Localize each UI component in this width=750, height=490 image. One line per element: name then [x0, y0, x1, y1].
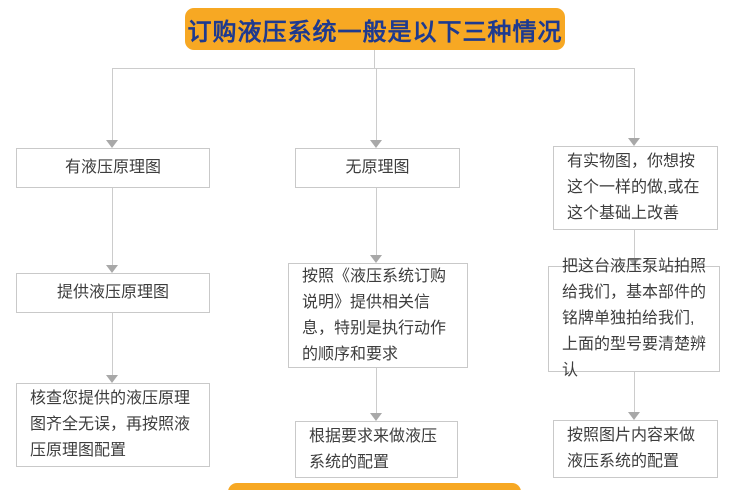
flow-node-label: 根据要求来做液压系统的配置	[309, 427, 438, 471]
flow-node-branch3-step3: 按照图片内容来做液压系统的配置	[553, 420, 718, 478]
arrow-down-icon	[370, 255, 382, 263]
flow-node-branch3-step2: 把这台液压泵站拍照给我们，基本部件的铭牌单独拍给我们,上面的型号要清楚辨认	[548, 258, 720, 379]
arrow-down-icon	[628, 412, 640, 420]
flow-node-label: 有实物图，你想按这个一样的做,或在这个基础上改善	[567, 153, 700, 222]
page-title: 订购液压系统一般是以下三种情况	[187, 18, 563, 46]
flow-node-label: 按照图片内容来做液压系统的配置	[567, 427, 696, 470]
arrow-down-icon	[106, 265, 118, 273]
flow-node-label: 核查您提供的液压原理图齐全无误，再按照液压原理图配置	[30, 390, 191, 459]
connector-horizontal-spread	[112, 68, 635, 69]
arrow-down-icon	[106, 140, 118, 148]
connector-branch3-step2-step3	[634, 372, 635, 413]
connector-branch3-step1-step2	[634, 230, 635, 259]
title-banner: 订购液压系统一般是以下三种情况	[185, 8, 565, 50]
flow-node-label: 按照《液压系统订购说明》提供相关信息，特别是执行动作的顺序和要求	[302, 267, 447, 363]
flow-node-label: 无原理图	[345, 159, 410, 176]
flow-node-branch3-step1: 有实物图，你想按这个一样的做,或在这个基础上改善	[553, 146, 718, 230]
arrow-down-icon	[370, 413, 382, 421]
flow-node-label: 把这台液压泵站拍照给我们，基本部件的铭牌单独拍给我们,上面的型号要清楚辨认	[562, 258, 707, 379]
connector-branch3-drop	[634, 68, 635, 138]
flow-node-branch1-step2: 提供液压原理图	[16, 273, 210, 313]
connector-branch1-drop	[112, 68, 113, 140]
connector-branch1-step1-step2	[112, 188, 113, 266]
connector-branch2-step1-step2	[376, 188, 377, 256]
connector-branch2-drop	[376, 68, 377, 140]
connector-trunk-vertical	[374, 50, 375, 68]
arrow-down-icon	[106, 375, 118, 383]
next-section-banner-partial	[228, 483, 521, 490]
arrow-down-icon	[628, 258, 640, 266]
flow-node-label: 有液压原理图	[64, 159, 161, 176]
flow-node-label: 提供液压原理图	[56, 284, 169, 301]
connector-branch1-step2-step3	[112, 313, 113, 376]
flow-node-branch2-step3: 根据要求来做液压系统的配置	[295, 421, 458, 478]
flow-node-branch1-step3: 核查您提供的液压原理图齐全无误，再按照液压原理图配置	[16, 383, 210, 467]
flow-node-branch2-step1: 无原理图	[295, 148, 460, 188]
arrow-down-icon	[628, 138, 640, 146]
flow-node-branch1-step1: 有液压原理图	[16, 148, 210, 188]
connector-branch2-step2-step3	[376, 368, 377, 414]
arrow-down-icon	[370, 140, 382, 148]
flow-node-branch2-step2: 按照《液压系统订购说明》提供相关信息，特别是执行动作的顺序和要求	[288, 263, 468, 368]
